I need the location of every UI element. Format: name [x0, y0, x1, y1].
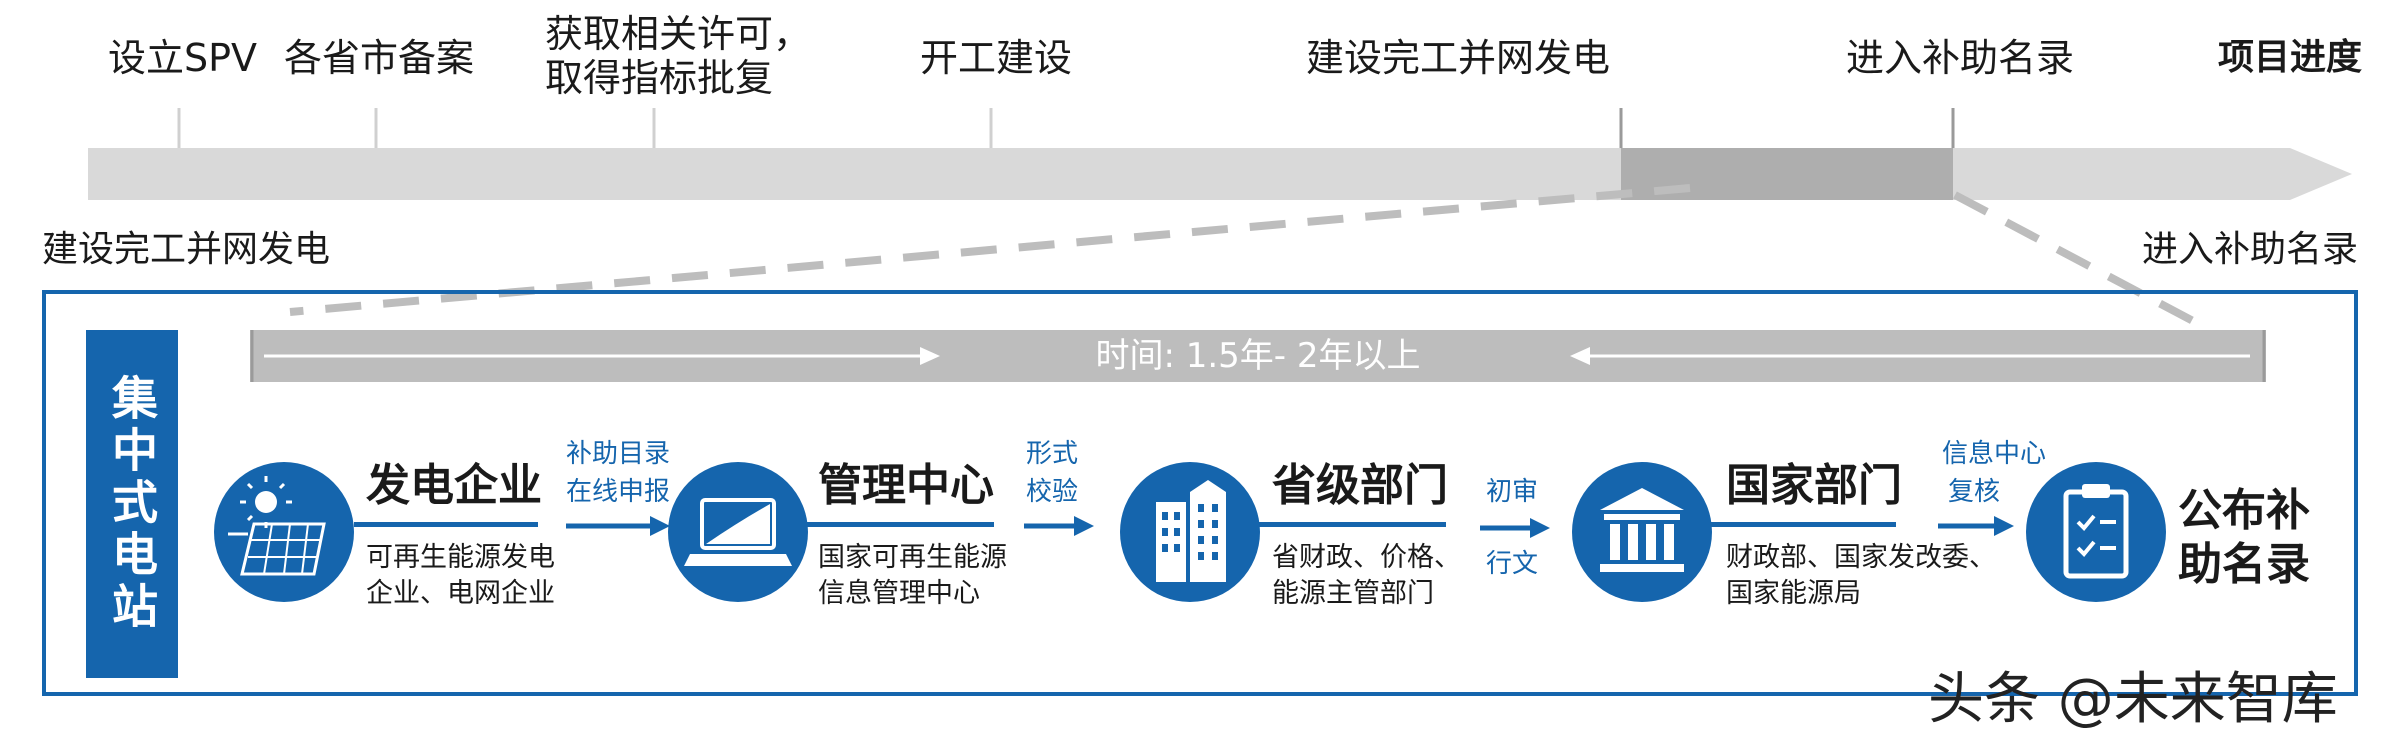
stage-grid-connection: 建设完工并网发电 — [1306, 36, 1611, 80]
stage-setup-spv: 设立SPV — [108, 36, 258, 80]
arrow-2-label-bottom: 校验 — [1025, 477, 1078, 507]
zoom-guide-right — [1953, 191, 2212, 334]
panel-frame — [42, 290, 2358, 696]
laptop-icon — [684, 498, 792, 566]
node-power-company-desc: 可再生能源发电 企业、电网企业 — [366, 542, 555, 609]
progress-title: 项目进度 — [2218, 37, 2363, 78]
node-national-dept-circle — [1572, 462, 1712, 602]
node-management-center-circle — [668, 462, 808, 602]
node-national-dept-desc: 财政部、国家发改委、 国家能源局 — [1726, 542, 1996, 609]
node-power-company-circle — [214, 462, 354, 602]
watermark: 头条 @未来智库 — [1928, 667, 2338, 732]
clipboard-check-icon — [2063, 484, 2129, 579]
side-label: 集中式电站 — [86, 330, 178, 678]
node-provincial-dept-title: 省级部门 — [1272, 460, 1448, 511]
final-title: 公布补 助名录 — [2178, 485, 2310, 590]
arrow-4 — [1938, 516, 2014, 536]
arrow-3-label-top: 初审 — [1485, 477, 1538, 507]
node-management-center-desc: 国家可再生能源 信息管理中心 — [818, 542, 1007, 609]
government-building-icon — [1600, 488, 1684, 572]
node-management-center-line — [806, 522, 994, 527]
node-provincial-dept-circle — [1120, 462, 1260, 602]
time-bar: 时间: 1.5年- 2年以上 — [250, 330, 2266, 382]
stage-subsidy-list: 进入补助名录 — [1846, 36, 2075, 80]
zoom-right-label: 进入补助名录 — [2142, 229, 2359, 270]
solar-panel-icon — [228, 476, 326, 576]
arrow-3 — [1480, 518, 1550, 538]
buildings-icon — [1156, 480, 1226, 582]
time-text: 时间: 1.5年- 2年以上 — [1095, 336, 1421, 376]
node-national-dept-line — [1710, 522, 1896, 527]
arrow-4-label-top: 信息中心 — [1941, 439, 2046, 469]
arrow-1-label-bottom: 在线申报 — [565, 477, 670, 507]
zoom-left-label: 建设完工并网发电 — [42, 229, 331, 270]
node-final-circle — [2026, 462, 2166, 602]
arrow-1-label-top: 补助目录 — [565, 439, 670, 469]
arrow-1 — [566, 516, 670, 536]
timeline-arrow — [88, 148, 2352, 200]
stage-construction: 开工建设 — [920, 36, 1073, 80]
arrow-2-label-top: 形式 — [1025, 439, 1078, 469]
node-provincial-dept-desc: 省财政、价格、 能源主管部门 — [1272, 542, 1461, 609]
node-provincial-dept-line — [1258, 522, 1446, 527]
node-national-dept-title: 国家部门 — [1726, 460, 1902, 511]
stage-provincial-filing: 各省市备案 — [284, 36, 475, 80]
stage-permits: 获取相关许可， 取得指标批复 — [545, 12, 812, 100]
node-power-company-title: 发电企业 — [366, 460, 542, 511]
node-power-company-line — [354, 522, 538, 527]
arrow-3-label-bottom: 行文 — [1485, 549, 1538, 579]
node-management-center-title: 管理中心 — [818, 460, 994, 511]
arrow-4-label-bottom: 复核 — [1947, 477, 2000, 507]
arrow-2 — [1024, 516, 1094, 536]
